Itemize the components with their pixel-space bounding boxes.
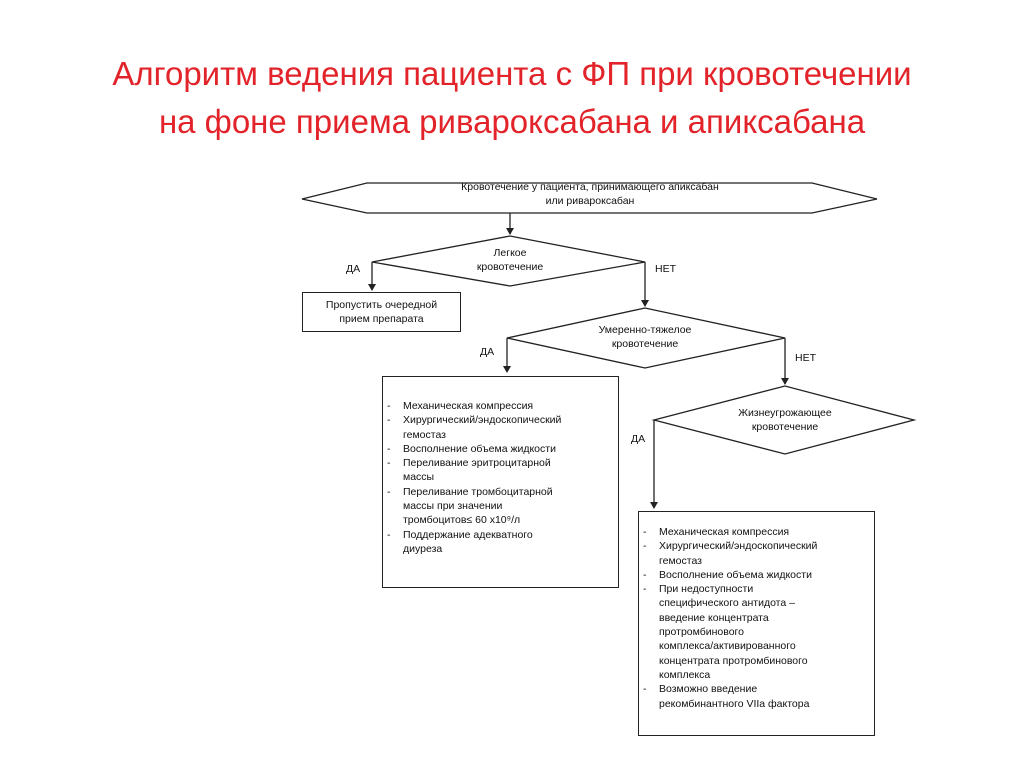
- moderate-bleeding-actions-box: -Механическая компрессия-Хирургический/э…: [382, 376, 619, 588]
- action-item-line: массы при значении: [403, 500, 503, 513]
- action-item-line: концентрата протромбинового: [659, 654, 808, 667]
- decision2-no-label: НЕТ: [795, 352, 816, 364]
- action-item-line: Переливание тромбоцитарной: [403, 485, 553, 498]
- action-item-line: Хирургический/эндоскопический: [659, 540, 818, 553]
- bullet-dash: -: [387, 528, 391, 541]
- slide-title-line-1: Алгоритм ведения пациента с ФП при крово…: [112, 55, 912, 92]
- decision3-yes-label: ДА: [631, 433, 646, 445]
- action-item: -Механическая компрессия: [643, 525, 870, 539]
- action-item-line: Механическая компрессия: [659, 526, 790, 538]
- decision2-yes-label: ДА: [480, 346, 495, 358]
- decision-lifethreat-line-2: кровотечение: [751, 421, 819, 433]
- action-item-line: специфического антидота –: [659, 597, 795, 610]
- action-item-line: Поддержание адекватного: [403, 528, 533, 541]
- decision-lifethreat-diamond: [651, 385, 917, 455]
- action-item-line: комплекса: [659, 668, 711, 681]
- bullet-dash: -: [387, 400, 391, 412]
- action-item-line: протромбинового: [659, 626, 744, 639]
- action-item: -Механическая компрессия: [387, 399, 614, 413]
- action-item-text: Восполнение объема жидкости: [659, 568, 870, 582]
- action-item-text: Механическая компрессия: [403, 399, 614, 413]
- bullet-dash: -: [387, 457, 391, 470]
- skip-dose-line-2: прием препарата: [339, 313, 424, 326]
- skip-dose-box: Пропустить очередной прием препарата: [302, 292, 461, 332]
- action-item: -Восполнение объема жидкости: [643, 568, 870, 582]
- decision1-no-label: НЕТ: [655, 263, 676, 275]
- start-label: Кровотечение у пациента, принимающего ап…: [380, 180, 800, 208]
- life-threatening-actions-box: -Механическая компрессия-Хирургический/э…: [638, 511, 875, 736]
- action-item: -Восполнение объема жидкости: [387, 442, 614, 456]
- decision-moderate-label: Умеренно-тяжелое кровотечение: [570, 323, 720, 351]
- action-item-text: Переливание тромбоцитарной массы при знач…: [403, 485, 614, 528]
- action-item-line: гемостаз: [659, 554, 702, 567]
- start-label-line-2: или ривароксабан: [545, 195, 635, 207]
- start-hexagon: [301, 182, 878, 214]
- action-item-text: Восполнение объема жидкости: [403, 442, 614, 456]
- action-item-line: Возможно введение: [659, 683, 758, 696]
- action-item-line: тромбоцитов≤ 60 x10⁹/л: [403, 514, 521, 527]
- action-item-line: Восполнение объема жидкости: [403, 442, 556, 455]
- action-item-line: гемостаз: [403, 428, 446, 441]
- moderate-actions-list: -Механическая компрессия-Хирургический/э…: [387, 399, 614, 556]
- bullet-dash: -: [643, 568, 647, 581]
- start-label-line-1: Кровотечение у пациента, принимающего ап…: [461, 181, 719, 193]
- decision-light-line-1: Легкое: [493, 247, 527, 259]
- action-item: -Переливание тромбоцитарной массы при зна…: [387, 485, 614, 528]
- decision-moderate-line-2: кровотечение: [611, 338, 679, 350]
- action-item-text: Механическая компрессия: [659, 525, 870, 539]
- action-item-line: Восполнение объема жидкости: [659, 568, 812, 581]
- bullet-dash: -: [643, 583, 647, 596]
- action-item-line: диуреза: [403, 542, 443, 555]
- bullet-dash: -: [387, 485, 391, 498]
- bullet-dash: -: [387, 414, 391, 427]
- decision-light-line-2: кровотечение: [476, 261, 544, 273]
- action-item-line: введение концентрата: [659, 611, 769, 624]
- skip-dose-line-1: Пропустить очередной: [325, 299, 438, 311]
- decision-lifethreat-label: Жизнеугрожающее кровотечение: [710, 406, 860, 434]
- decision1-yes-label: ДА: [346, 263, 361, 275]
- action-item-line: комплекса/активированного: [659, 640, 796, 653]
- action-item-line: рекомбинантного VIIa фактора: [659, 697, 810, 710]
- action-item-line: Механическая компрессия: [403, 400, 534, 412]
- bullet-dash: -: [387, 442, 391, 455]
- action-item-line: массы: [403, 471, 435, 484]
- decision-moderate-line-1: Умеренно-тяжелое: [598, 324, 692, 336]
- action-item-line: Переливание эритроцитарной: [403, 457, 551, 470]
- decision-light-label: Легкое кровотечение: [440, 246, 580, 274]
- slide-title: Алгоритм ведения пациента с ФП при крово…: [0, 50, 1024, 146]
- decision-lifethreat-line-1: Жизнеугрожающее: [738, 407, 832, 419]
- slide-title-line-2: на фоне приема ривароксабана и апиксабан…: [158, 103, 866, 140]
- action-item-line: При недоступности: [659, 583, 754, 596]
- bullet-dash: -: [643, 683, 647, 696]
- life-threatening-actions-list: -Механическая компрессия-Хирургический/э…: [643, 525, 870, 711]
- bullet-dash: -: [643, 540, 647, 553]
- action-item-line: Хирургический/эндоскопический: [403, 414, 562, 427]
- bullet-dash: -: [643, 526, 647, 538]
